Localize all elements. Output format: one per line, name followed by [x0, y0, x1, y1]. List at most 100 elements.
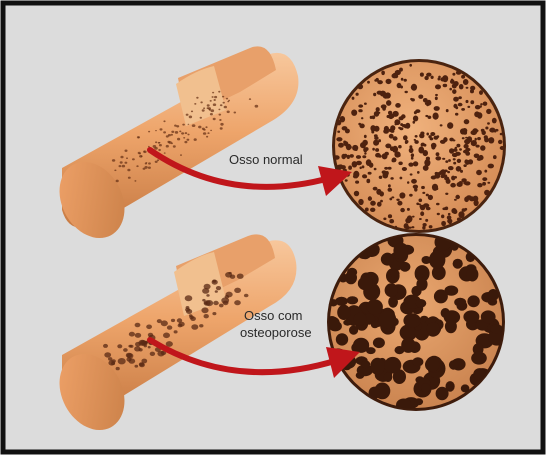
bone-pore: [438, 76, 441, 79]
bone-pore: [392, 146, 398, 153]
bone-pore: [383, 218, 386, 221]
bone-pore: [126, 157, 128, 159]
bone-pore: [158, 142, 160, 144]
bone-cavity: [215, 290, 218, 293]
bone-pore: [358, 199, 363, 205]
bone-pore: [422, 192, 425, 194]
bone-pore: [448, 166, 454, 170]
bone-pore: [426, 194, 429, 197]
bone-pore: [163, 131, 166, 133]
bone-pore: [368, 172, 372, 175]
bone-pore: [493, 155, 497, 159]
bone-pore: [404, 79, 407, 82]
bone-pore: [220, 104, 223, 106]
bone-cavity: [237, 274, 244, 279]
bone-cavity: [116, 367, 120, 370]
bone-pore: [405, 141, 408, 144]
bone-pore: [436, 203, 440, 206]
bone-pore: [168, 134, 171, 136]
bone-pore: [202, 109, 205, 111]
bone-pore: [220, 127, 223, 129]
normal-bone-magnified-view: [332, 59, 506, 233]
bone-pore: [411, 84, 417, 91]
bone-cavity: [234, 288, 241, 293]
bone-pore: [452, 73, 455, 76]
bone-pore: [386, 93, 391, 97]
bone-cavity: [461, 384, 470, 392]
bone-pore: [168, 141, 171, 144]
bone-pore: [477, 183, 482, 187]
bone-pore: [175, 131, 178, 134]
bone-pore: [480, 103, 483, 105]
bone-pore: [153, 145, 157, 148]
bone-pore: [188, 124, 190, 125]
bone-pore: [125, 150, 128, 152]
bone-cavity: [202, 288, 209, 294]
bone-pore: [419, 218, 422, 220]
bone-pore: [364, 103, 367, 105]
bone-cavity: [343, 320, 351, 326]
bone-pore: [396, 199, 399, 201]
bone-pore: [139, 153, 141, 154]
bone-pore: [464, 208, 467, 211]
bone-cavity: [213, 301, 219, 305]
bone-cavity: [223, 301, 229, 306]
bone-cavity: [381, 254, 390, 265]
bone-pore: [421, 143, 425, 146]
bone-pore: [171, 134, 173, 136]
bone-pore: [399, 116, 404, 120]
bone-pore: [462, 137, 465, 139]
bone-pore: [222, 96, 224, 98]
bone-pore: [482, 177, 487, 181]
bone-pore: [428, 116, 432, 119]
bone-pore: [141, 156, 143, 158]
bone-pore: [185, 132, 188, 134]
bone-cavity: [135, 365, 139, 368]
bone-cavity: [358, 277, 373, 290]
bone-pore: [386, 79, 392, 84]
bone-pore: [173, 145, 176, 147]
bone-pore: [158, 149, 161, 151]
bone-pore: [411, 153, 414, 157]
bone-pore: [364, 152, 366, 155]
bone-cavity: [108, 360, 115, 365]
bone-pore: [367, 81, 370, 84]
bone-cavity: [135, 323, 141, 328]
bone-pore: [405, 218, 411, 224]
bone-pore: [464, 144, 469, 149]
bone-pore: [411, 98, 415, 101]
bone-pore: [112, 159, 115, 162]
bone-cavity: [174, 330, 178, 333]
bone-pore: [457, 159, 461, 163]
bone-pore: [429, 225, 433, 228]
bone-pore: [200, 101, 202, 103]
bone-pore: [443, 84, 448, 87]
bone-pore: [467, 106, 470, 108]
bone-pore: [148, 167, 151, 169]
bone-pore: [374, 79, 377, 82]
bone-pore: [464, 139, 470, 144]
bone-pore: [464, 197, 469, 203]
bone-cavity: [146, 325, 152, 330]
bone-pore: [431, 143, 437, 148]
bone-pore: [459, 181, 463, 185]
bone-cavity: [226, 292, 233, 298]
bone-pore: [434, 106, 440, 111]
bone-cavity: [429, 251, 445, 269]
bone-pore: [494, 130, 496, 133]
bone-pore: [487, 182, 490, 184]
bone-cavity: [201, 307, 208, 313]
bone-pore: [472, 128, 478, 133]
bone-pore: [340, 116, 345, 122]
bone-cavity: [129, 332, 135, 337]
bone-cavity: [135, 333, 141, 338]
bone-pore: [388, 184, 391, 187]
bone-pore: [136, 165, 138, 167]
bone-pore: [378, 112, 381, 114]
bone-pore: [470, 86, 475, 91]
bone-pore: [445, 160, 448, 163]
bone-pore: [453, 148, 457, 152]
bone-pore: [466, 151, 469, 154]
